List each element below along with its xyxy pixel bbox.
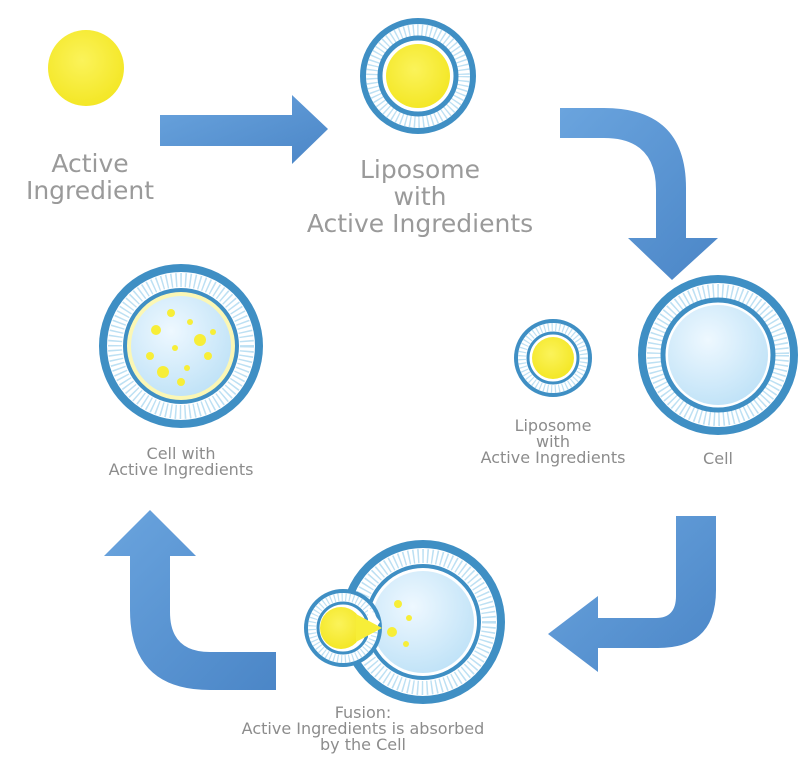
active-ingredient-circle [48,30,124,106]
cell-with-ingredients-icon [99,264,263,428]
label-cell-with: Cell with Active Ingredients [108,444,254,479]
label-fusion: Fusion: Active Ingredients is absorbed b… [241,703,485,754]
liposome-small-icon [514,319,592,397]
fusion-icon [304,540,505,704]
cell-icon [638,275,798,435]
arrow-up-left [104,510,276,690]
label-active-ingredient: Active Ingredient [25,149,155,205]
label-liposome-small: Liposome with Active Ingredients [480,416,626,467]
arrow-down-right [560,108,718,280]
label-liposome-top: Liposome with Active Ingredients [306,155,534,238]
arrow-down-left [548,516,716,672]
liposome-top-icon [360,18,476,134]
arrow-right [160,95,328,164]
label-cell: Cell [703,449,733,468]
